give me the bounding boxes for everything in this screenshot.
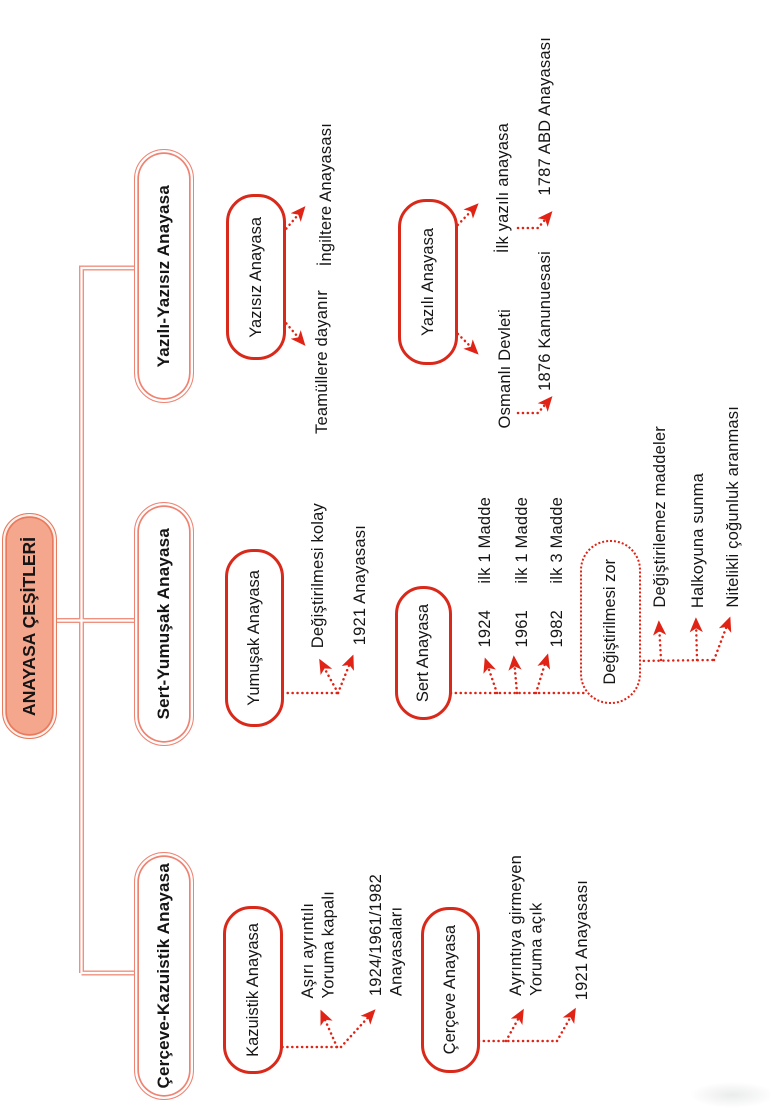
branch-label: Çerçeve-Kazuistik Anayasa [154, 863, 173, 1089]
oval-label: Kazuistik Anayasa [243, 923, 262, 1057]
leaf-1921-anayasasi: 1921 Anayasası [351, 524, 369, 645]
leaf-degistirilemez-maddeler: Değiştirilemez maddeler [651, 426, 669, 608]
leaf-year-1961: 1961 [513, 610, 531, 648]
oval-label: Sert Anayasa [414, 603, 433, 703]
dotted-arrows [251, 203, 732, 1061]
leaf-1787-abd-anayasasi: 1787 ABD Anayasası [536, 37, 554, 196]
leaf-note-ilk-3-madde: ilk 3 Madde [548, 497, 566, 584]
root-node: ANAYASA ÇEŞİTLERİ [2, 513, 57, 739]
leaf-teamullere-dayanir: Teamüllere dayanır [313, 290, 331, 434]
leaf-year-1924: 1924 [476, 610, 494, 648]
leaf-degistirilmesi-kolay: Değiştirilmesi kolay [309, 502, 327, 648]
leaf-1876-kanunuesasi: 1876 Kanunuesasi [536, 251, 554, 391]
oval-degistirilmesi-zor: Değiştirilmesi zor [580, 540, 641, 704]
oval-kazuistik-anayasa: Kazuistik Anayasa [223, 906, 283, 1074]
branch-label: Sert-Yumuşak Anayasa [154, 528, 173, 720]
branch-node-yazili-yazisiz: Yazılı-Yazısız Anayasa [134, 149, 194, 403]
scan-smudge [690, 1082, 770, 1108]
branch-node-sert-yumusak: Sert-Yumuşak Anayasa [134, 502, 194, 746]
leaf-1921-anayasasi: 1921 Anayasası [573, 879, 591, 1000]
tree-connectors [55, 265, 136, 976]
oval-yazisiz-anayasa: Yazısız Anayasa [226, 194, 286, 360]
oval-label: Yumuşak Anayasa [245, 570, 264, 706]
leaf-year-1982: 1982 [548, 610, 566, 648]
oval-yumusak-anayasa: Yumuşak Anayasa [225, 549, 284, 727]
oval-label: Yazısız Anayasa [246, 216, 265, 338]
oval-label: Çerçeve Anayasa [441, 925, 460, 1055]
oval-sert-anayasa: Sert Anayasa [395, 586, 452, 720]
leaf-ingiltere-anayasasi: İngiltere Anayasası [317, 122, 335, 266]
leaf-nitelikli-cogunluk-aranmasi: Nitelikli çoğunluk aranması [724, 406, 742, 608]
branch-label: Yazılı-Yazısız Anayasa [154, 184, 173, 368]
branch-node-cerceve-kazuistik: Çerçeve-Kazuistik Anayasa [134, 852, 194, 1100]
leaf-1924-1961-1982-anayasalari: 1924/1961/1982 Anayasaları [367, 873, 406, 996]
oval-label: Yazılı Anayasa [418, 228, 437, 336]
leaf-osmanli-devleti: Osmanlı Devleti [496, 308, 514, 428]
oval-cerceve-anayasa: Çerçeve Anayasa [421, 907, 480, 1073]
oval-yazili-anayasa: Yazılı Anayasa [398, 199, 458, 365]
root-node-label: ANAYASA ÇEŞİTLERİ [19, 536, 39, 716]
